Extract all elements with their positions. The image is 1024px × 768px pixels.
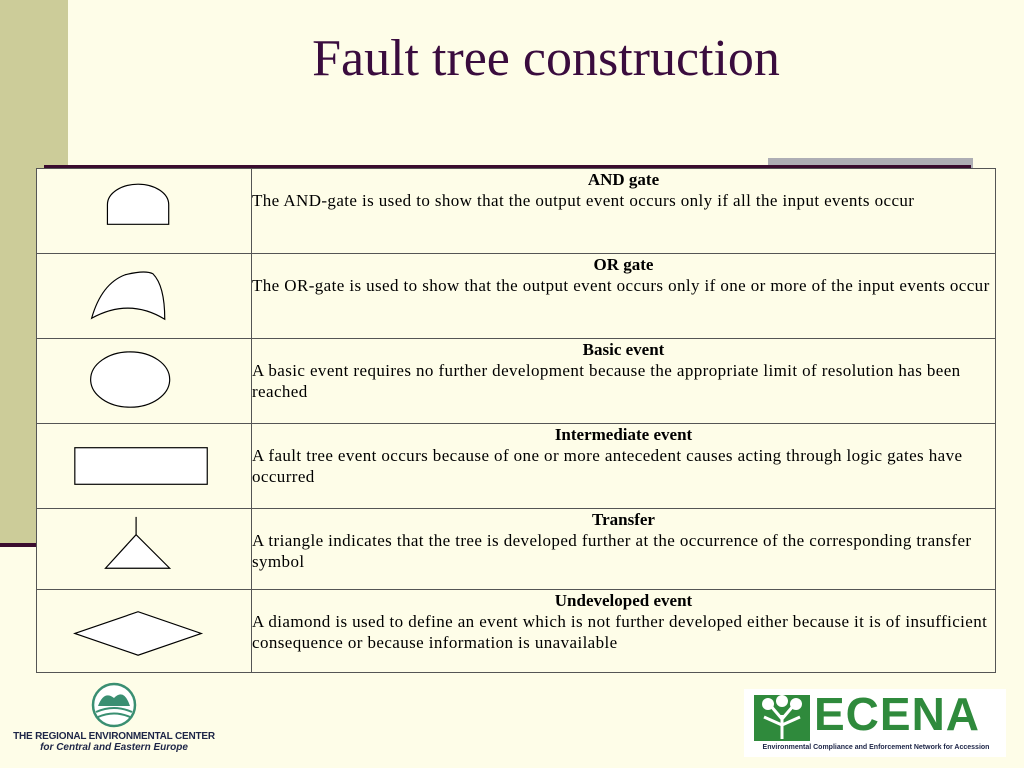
symbol-cell [36,253,252,339]
symbol-description: A basic event requires no further develo… [252,361,961,401]
symbol-description: The AND-gate is used to show that the ou… [252,191,915,210]
rec-name: THE REGIONAL ENVIRONMENTAL CENTER [13,731,215,742]
table-row: OR gate The OR-gate is used to show that… [36,253,996,339]
symbol-name: AND gate [587,170,660,189]
circle-icon [90,351,171,408]
ecena-subtitle: Environmental Compliance and Enforcement… [762,744,990,751]
diamond-icon [73,611,204,656]
table-row: Undeveloped event A diamond is used to d… [36,589,996,673]
symbol-cell [36,423,252,509]
or-gate-icon [90,271,166,321]
slide-title: Fault tree construction [312,30,780,87]
symbol-cell [36,168,252,254]
ecena-name: ECENA [814,688,981,740]
table-row: Intermediate event A fault tree event oc… [36,423,996,509]
tree-icon [754,695,810,741]
symbol-description: A fault tree event occurs because of one… [252,446,963,486]
symbol-description: The OR-gate is used to show that the out… [252,276,990,295]
left-accent-rule [0,543,68,547]
ecena-logo: ECENA Environmental Compliance and Enfor… [744,689,1006,757]
symbol-name: Basic event [582,340,665,359]
symbol-description: A diamond is used to define an event whi… [252,612,988,652]
title-underline [44,165,971,168]
table-row: Basic event A basic event requires no fu… [36,338,996,424]
rec-caption: THE REGIONAL ENVIRONMENTAL CENTER for Ce… [8,731,220,753]
description-cell: OR gate The OR-gate is used to show that… [251,253,996,339]
rec-region: for Central and Eastern Europe [40,742,188,753]
description-cell: Transfer A triangle indicates that the t… [251,508,996,590]
rec-logo-icon [91,682,137,728]
triangle-icon [104,516,172,569]
description-cell: Intermediate event A fault tree event oc… [251,423,996,509]
description-cell: AND gate The AND-gate is used to show th… [251,168,996,254]
symbol-description: A triangle indicates that the tree is de… [252,531,972,571]
symbol-name: Transfer [592,510,655,529]
fault-tree-symbol-table: AND gate The AND-gate is used to show th… [36,168,996,673]
symbol-cell [36,589,252,673]
and-gate-icon [106,183,170,225]
symbol-cell [36,508,252,590]
symbol-name: OR gate [593,255,654,274]
table-row: AND gate The AND-gate is used to show th… [36,168,996,254]
symbol-name: Intermediate event [554,425,693,444]
table-row: Transfer A triangle indicates that the t… [36,508,996,590]
symbol-cell [36,338,252,424]
rectangle-icon [74,447,208,485]
description-cell: Undeveloped event A diamond is used to d… [251,589,996,673]
description-cell: Basic event A basic event requires no fu… [251,338,996,424]
symbol-name: Undeveloped event [554,591,693,610]
